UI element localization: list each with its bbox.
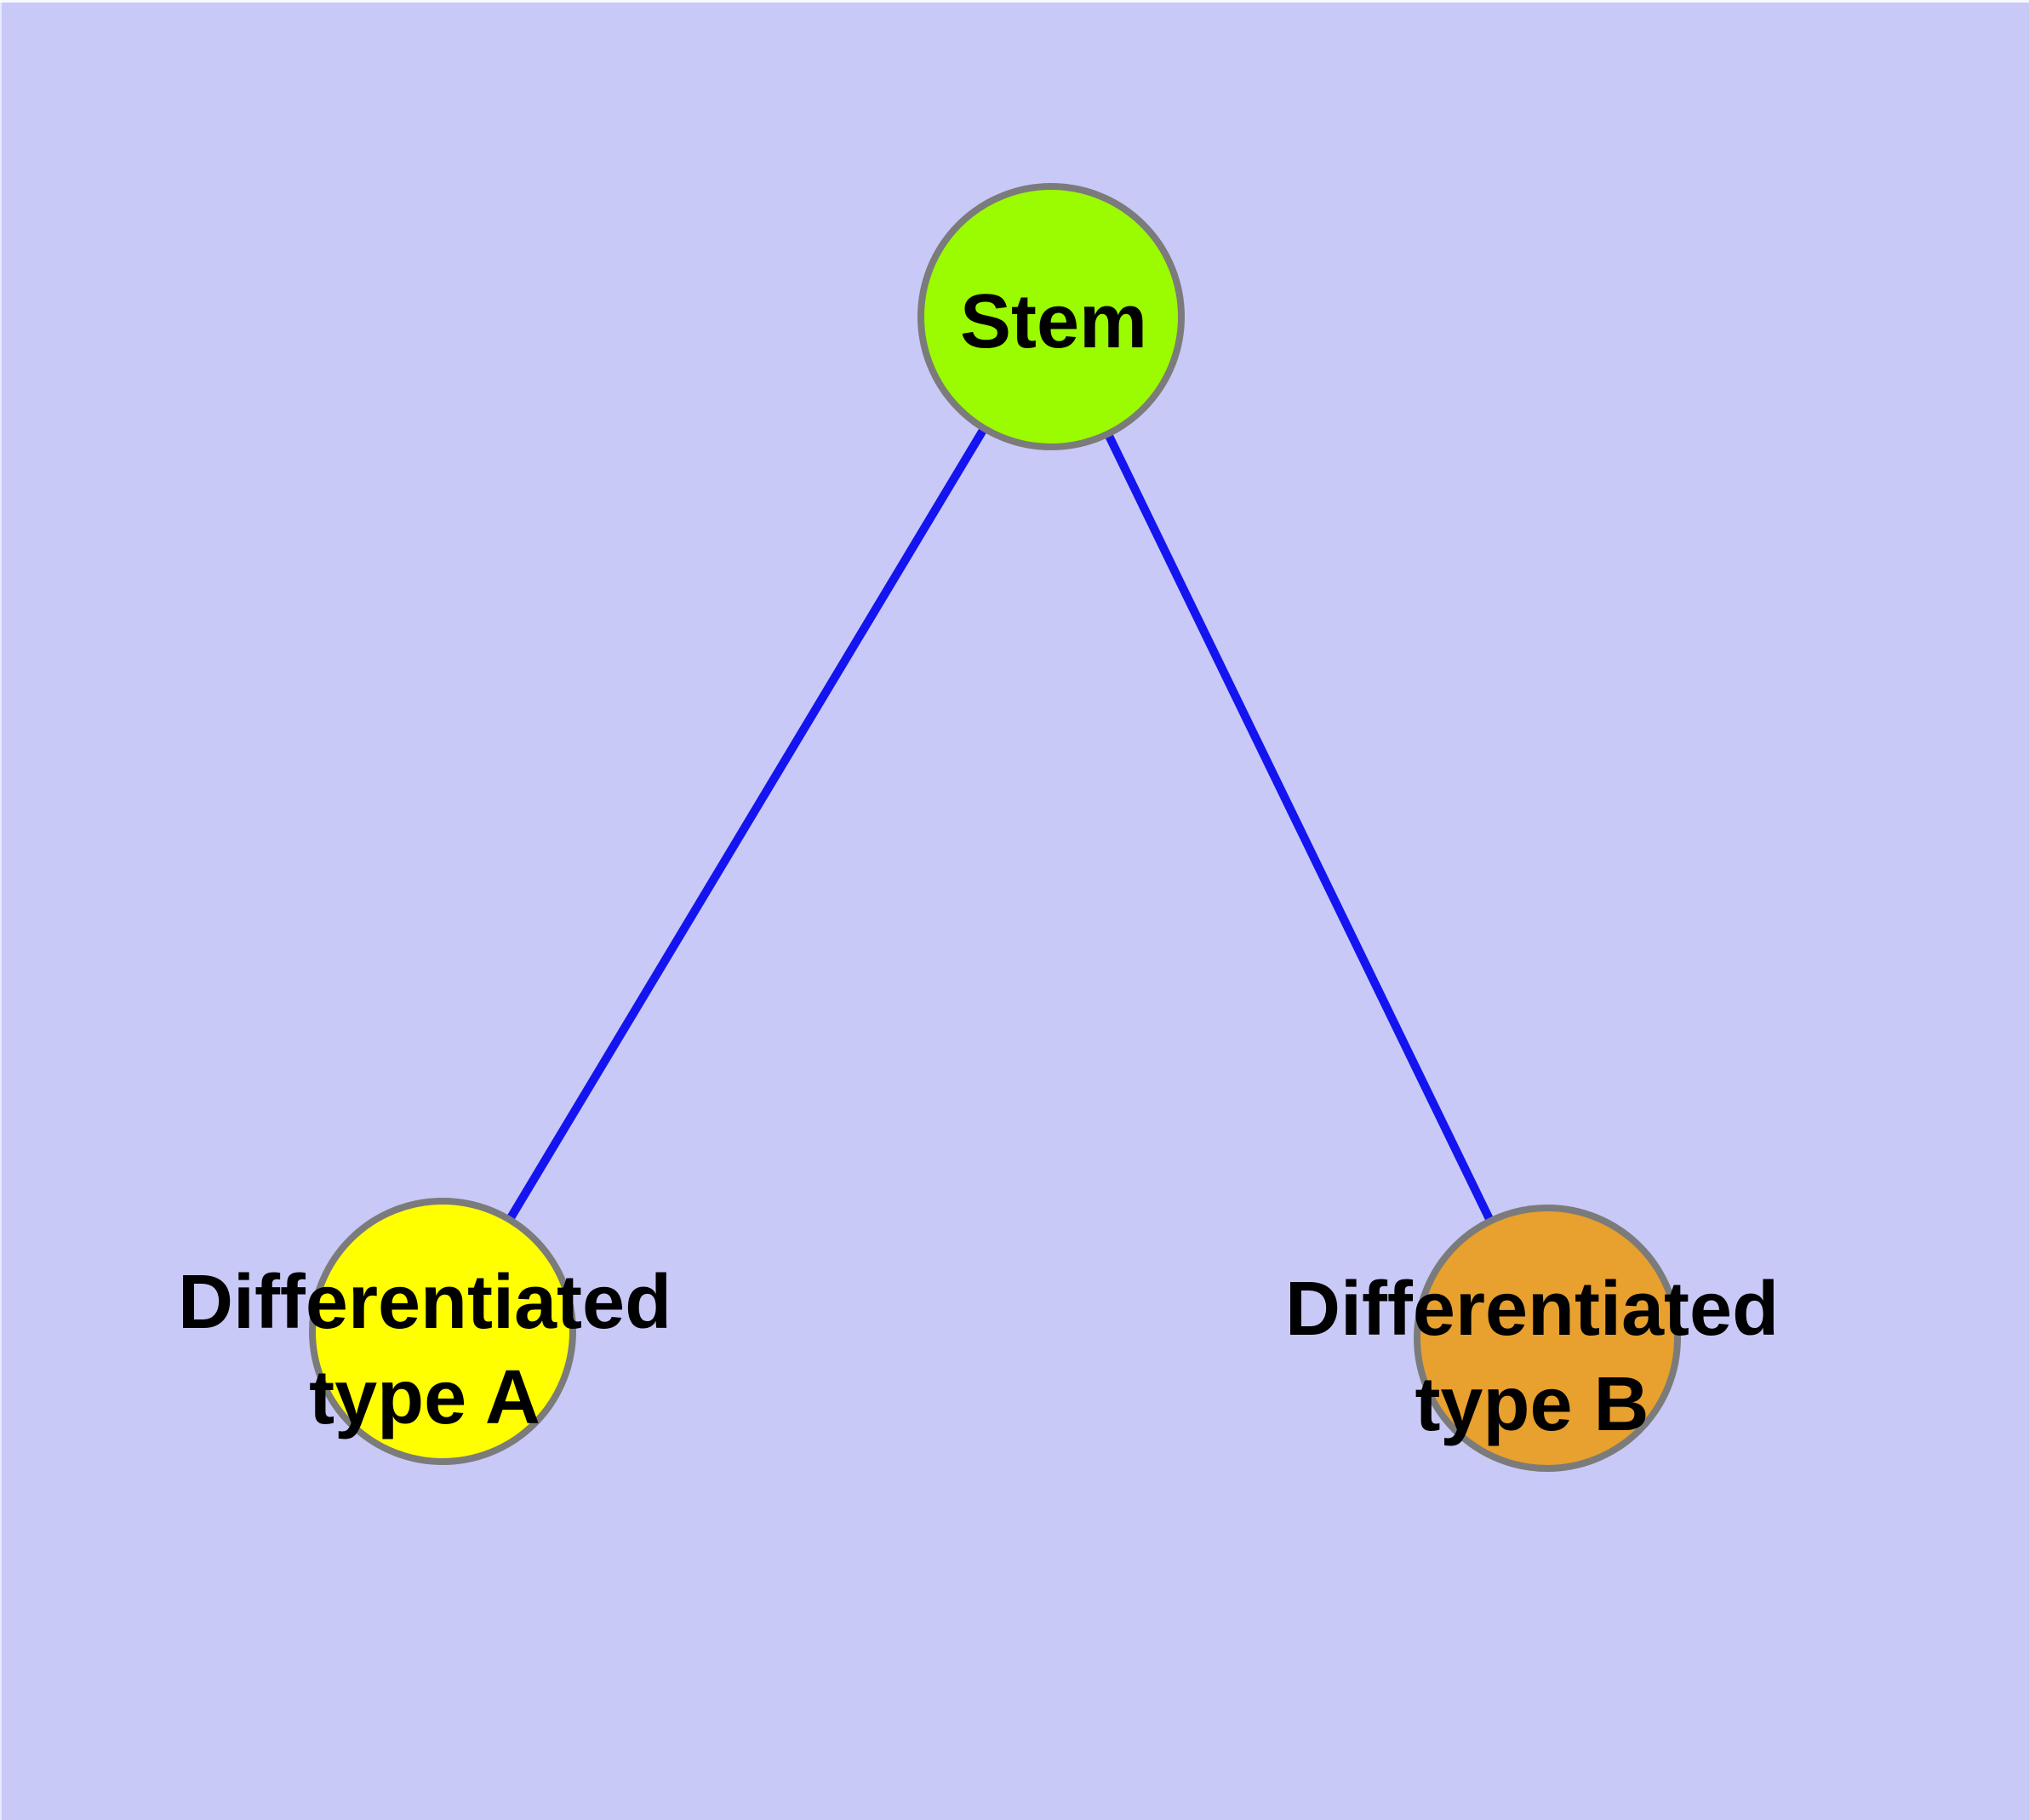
edge-stem-to-type-a [438,312,1055,1336]
node-type-b-label: Differentiated type B [1284,1267,1780,1447]
node-stem-circle [917,183,1185,450]
node-type-b-circle [1414,1205,1681,1472]
node-stem-label: Stem [959,279,1148,364]
edge-stem-to-type-b [1047,312,1552,1342]
node-type-a-circle [309,1198,576,1465]
node-type-a-label: Differentiated type A [177,1260,672,1440]
